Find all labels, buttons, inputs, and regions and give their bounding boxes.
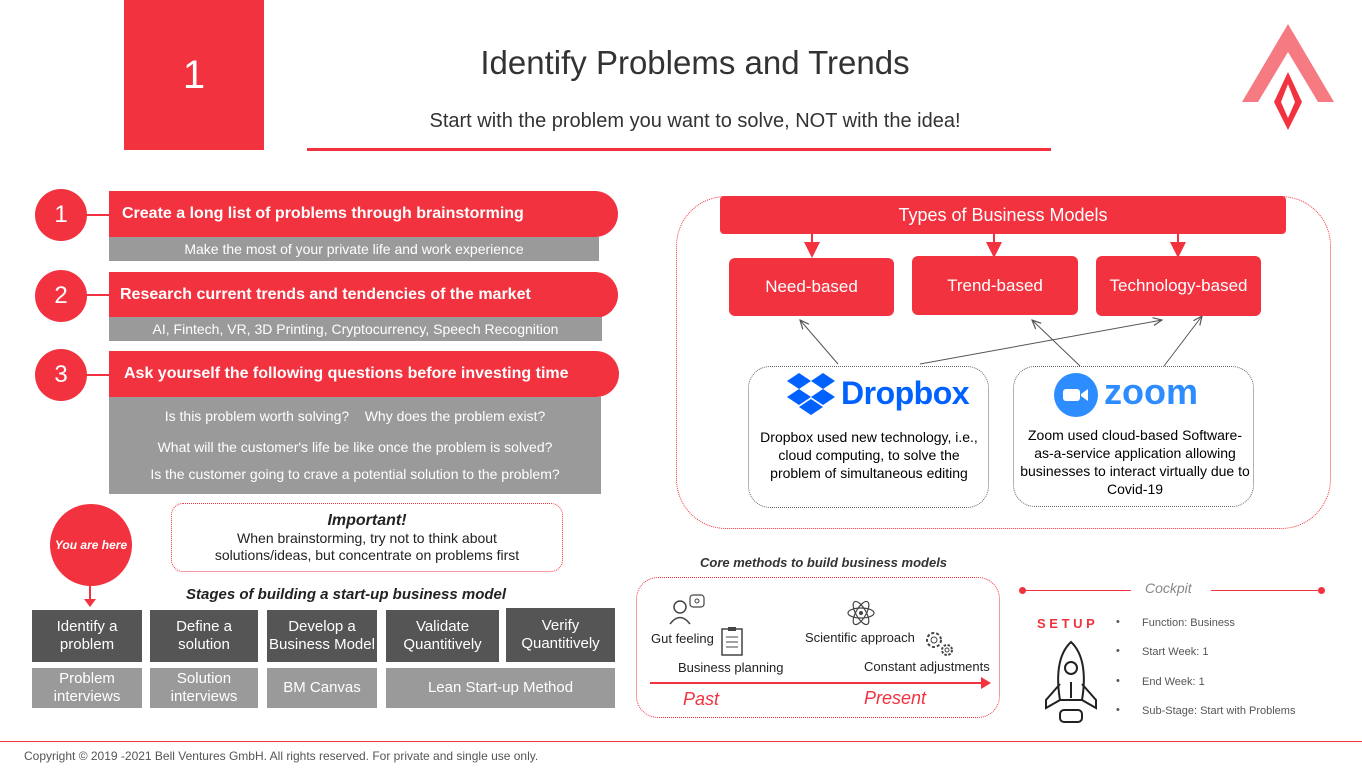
cockpit-start-week: Start Week: 1 [1142, 646, 1209, 658]
question-2: What will the customer's life be like on… [157, 439, 553, 455]
stage-identify-problem: Identify a problem [32, 610, 142, 662]
cockpit-bullet: • [1116, 645, 1120, 657]
copyright-footer: Copyright © 2019 -2021 Bell Ventures Gmb… [24, 749, 539, 763]
zoom-description: Zoom used cloud-based Software-as-a-serv… [1020, 427, 1250, 497]
step-2-circle: 2 [35, 270, 87, 322]
scientific-approach-label: Scientific approach [805, 630, 915, 645]
method-problem-interviews: Problem interviews [32, 668, 142, 708]
cockpit-bullet: • [1116, 675, 1120, 687]
present-label: Present [864, 688, 927, 708]
constant-adjustments-label: Constant adjustments [864, 659, 990, 674]
step-number-box: 1 [124, 0, 264, 150]
footer-divider [0, 741, 1362, 742]
title-underline [307, 148, 1051, 151]
important-heading: Important! [327, 511, 407, 529]
dropbox-example: Dropbox Dropbox used new technology, i.e… [748, 366, 989, 508]
cockpit-bullet: • [1116, 616, 1120, 628]
cockpit-end-week: End Week: 1 [1142, 676, 1205, 688]
zoom-logo-text: zoom [1104, 371, 1198, 412]
gut-feeling-label: Gut feeling [651, 631, 714, 646]
stages-heading: Stages of building a start-up business m… [186, 586, 507, 603]
dropbox-description: Dropbox used new technology, i.e., cloud… [760, 429, 978, 481]
person-idea-icon [669, 594, 705, 625]
timeline-line [650, 682, 983, 684]
question-3: Is the customer going to crave a potenti… [150, 466, 560, 482]
cockpit-bullet: • [1116, 704, 1120, 716]
question-1: Is this problem worth solving? Why does … [164, 408, 546, 424]
past-label: Past [683, 689, 720, 709]
arrow-right-icon [981, 677, 991, 689]
clipboard-icon [721, 627, 743, 656]
dropbox-icon [787, 373, 835, 415]
page-subtitle: Start with the problem you want to solve… [429, 110, 961, 132]
step-1-detail: Make the most of your private life and w… [109, 237, 599, 261]
zoom-example: zoom Zoom used cloud-based Software-as-a… [1013, 366, 1254, 507]
method-bm-canvas: BM Canvas [267, 668, 377, 708]
cockpit-dot-right [1318, 587, 1325, 594]
questions-box: Is this problem worth solving? Why does … [109, 397, 601, 494]
rocket-icon [1045, 640, 1097, 723]
type-need-based: Need-based [729, 258, 894, 316]
atom-icon [847, 600, 875, 626]
step-2-detail: AI, Fintech, VR, 3D Printing, Cryptocurr… [109, 317, 602, 341]
type-trend-based: Trend-based [912, 256, 1078, 315]
you-are-here-marker: You are here [50, 504, 132, 586]
type-technology-based: Technology-based [1096, 256, 1261, 316]
stage-define-solution: Define a solution [150, 610, 258, 662]
gears-icon [926, 632, 953, 656]
cockpit-line-left [1024, 590, 1131, 591]
cockpit-heading: Cockpit [1145, 580, 1192, 596]
step-connector [80, 374, 110, 376]
cockpit-function: Function: Business [1142, 617, 1235, 629]
core-methods-panel [636, 577, 1000, 718]
dropbox-logo-text: Dropbox [841, 375, 970, 411]
important-note: Important! When brainstorming, try not t… [171, 503, 563, 572]
step-1-circle: 1 [35, 189, 87, 241]
step-connector [80, 294, 110, 296]
setup-label: S E T U P [1037, 616, 1095, 631]
method-lean-startup: Lean Start-up Method [386, 668, 615, 708]
step-connector [80, 214, 110, 216]
step-3-circle: 3 [35, 349, 87, 401]
you-are-here-arrow [89, 585, 91, 601]
method-solution-interviews: Solution interviews [150, 668, 258, 708]
core-methods-heading: Core methods to build business models [700, 555, 948, 570]
stage-verify: Verify Quantitively [506, 608, 615, 662]
business-models-arrows [676, 234, 1331, 367]
step-3-title: Ask yourself the following questions bef… [124, 365, 569, 382]
step-2-title: Research current trends and tendencies o… [120, 286, 531, 303]
arrow-down-icon [84, 599, 96, 607]
cockpit-line-right [1211, 590, 1321, 591]
zoom-camera-icon [1054, 373, 1098, 417]
business-planning-label: Business planning [678, 660, 784, 675]
stage-develop-business-model: Develop a Business Model [267, 610, 377, 662]
step-3-bar: Ask yourself the following questions bef… [109, 351, 619, 397]
step-1-bar: Create a long list of problems through b… [109, 191, 618, 237]
cockpit-dot-left [1019, 587, 1026, 594]
business-models-heading: Types of Business Models [720, 196, 1286, 234]
step-number: 1 [182, 52, 206, 97]
step-1-title: Create a long list of problems through b… [122, 205, 524, 222]
important-text: When brainstorming, try not to think abo… [214, 529, 520, 563]
step-2-bar: Research current trends and tendencies o… [109, 272, 618, 318]
page-title: Identify Problems and Trends [480, 44, 910, 81]
cockpit-sub-stage: Sub-Stage: Start with Problems [1142, 705, 1296, 717]
bell-ventures-logo [1242, 24, 1334, 130]
stage-validate: Validate Quantitively [386, 610, 499, 662]
